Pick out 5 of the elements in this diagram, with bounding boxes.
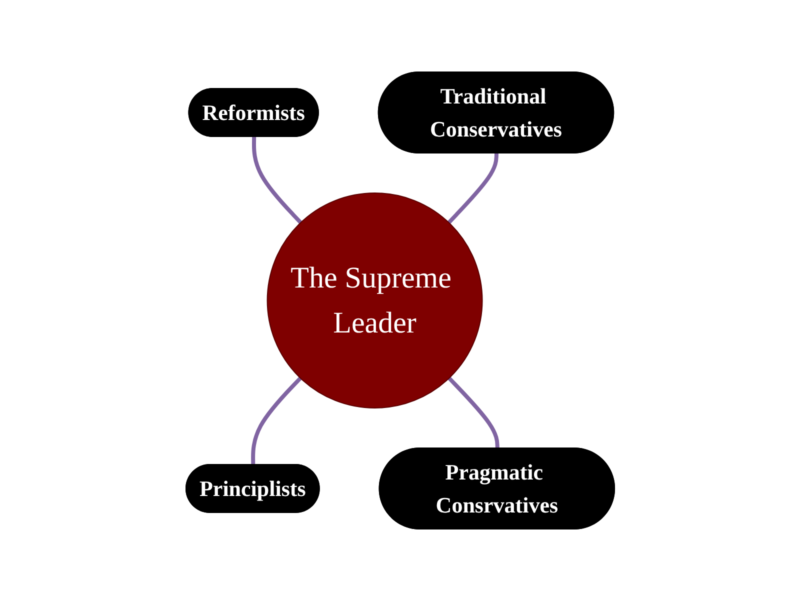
connector <box>448 152 499 224</box>
connector <box>448 376 500 448</box>
connector <box>251 376 302 465</box>
node-circle: The Supreme Leader <box>267 192 484 408</box>
connector <box>252 136 302 224</box>
